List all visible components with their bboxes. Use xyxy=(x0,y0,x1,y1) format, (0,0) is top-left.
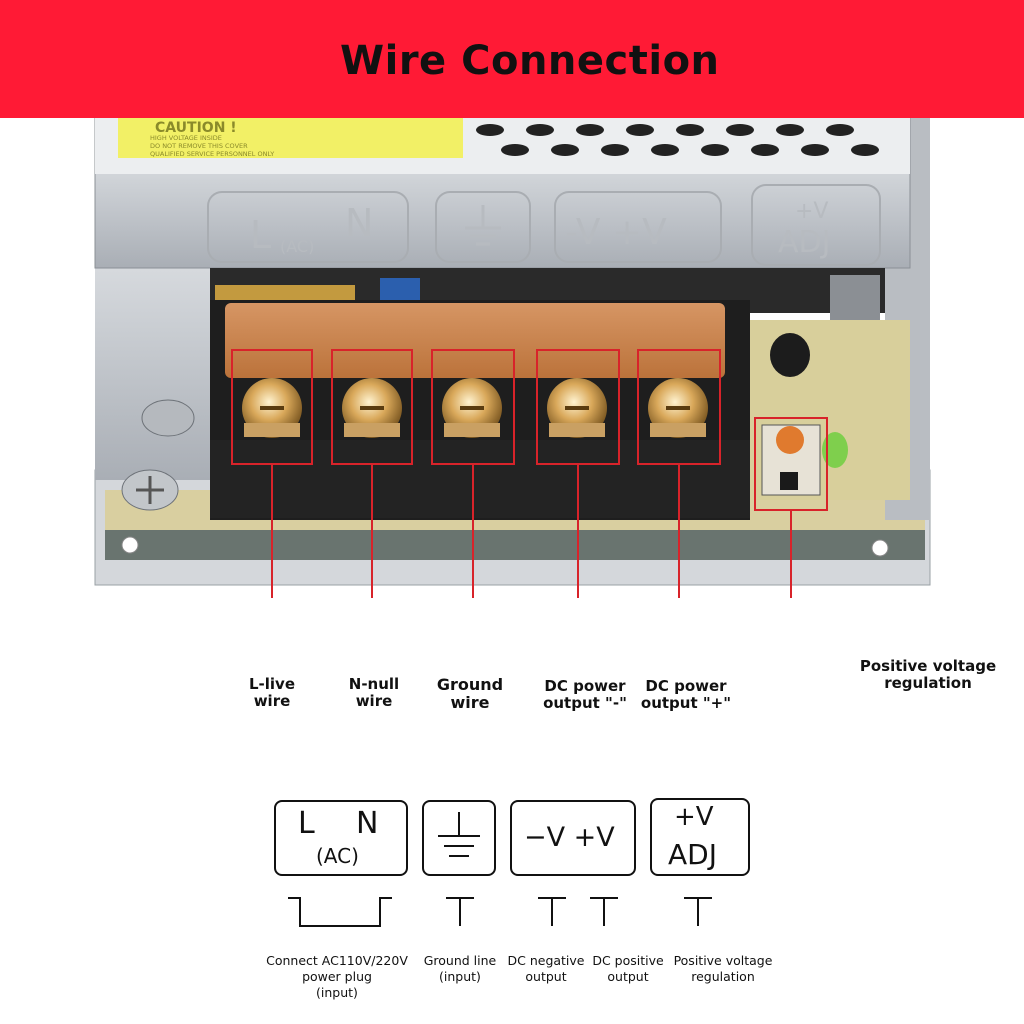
legend-ln-ac-box: L N (AC) xyxy=(274,800,408,876)
callout-n-null: N-null wire xyxy=(334,676,414,710)
caption-ground-line2: (input) xyxy=(439,969,481,984)
caption-ac-input-line1: Connect AC110V/220V xyxy=(266,953,408,968)
legend-ground-box xyxy=(422,800,496,876)
callout-lines xyxy=(231,349,828,598)
callout-ground: Ground wire xyxy=(425,676,515,712)
legend-adj-top: +V xyxy=(674,802,714,832)
callout-ground-line1: Ground xyxy=(436,675,504,694)
callout-adj-line2: regulation xyxy=(884,674,972,692)
callout-ground-line2: wire xyxy=(450,693,490,712)
caption-dc-pos-line1: DC positive xyxy=(592,953,664,968)
callout-adj: Positive voltage regulation xyxy=(858,658,998,692)
transistor xyxy=(770,333,810,377)
caution-line-3: QUALIFIED SERVICE PERSONNEL ONLY xyxy=(150,150,274,158)
callout-n-null-line2: wire xyxy=(355,692,393,710)
legend-dc-label: −V +V xyxy=(524,822,615,853)
terminal-screws xyxy=(242,378,708,438)
mount-screw-top xyxy=(141,399,195,437)
callout-l-live-line1: L-live xyxy=(248,675,296,693)
caption-ac-input-line2: power plug xyxy=(302,969,372,984)
callout-dc-neg-line1: DC power xyxy=(544,677,626,695)
caption-dc-pos-line2: output xyxy=(607,969,649,984)
embossed-l: L xyxy=(250,213,271,257)
embossed-markings xyxy=(207,184,881,266)
caption-dc-neg: DC negative output xyxy=(505,953,587,985)
caution-line-1: HIGH VOLTAGE INSIDE xyxy=(150,134,222,142)
callout-dc-pos-line2: output "+" xyxy=(640,694,732,712)
embossed-ac: (AC) xyxy=(280,237,314,256)
caution-label xyxy=(118,118,463,158)
embossed-adj-top: +V xyxy=(795,199,828,224)
legend-n: N xyxy=(356,806,379,841)
caption-adj: Positive voltage regulation xyxy=(668,953,778,985)
legend-adj-box: +V ADJ xyxy=(650,798,750,876)
caption-dc-neg-line2: output xyxy=(525,969,567,984)
callout-dc-neg: DC power output "-" xyxy=(535,678,635,712)
page-title: Wire Connection xyxy=(340,38,720,84)
caution-title: CAUTION ! xyxy=(155,120,237,136)
caption-dc-pos: DC positive output xyxy=(588,953,668,985)
caption-ground: Ground line (input) xyxy=(420,953,500,985)
caption-adj-line2: regulation xyxy=(691,969,755,984)
callout-n-null-line1: N-null xyxy=(348,675,400,693)
caption-ac-input: Connect AC110V/220V power plug (input) xyxy=(262,953,412,1001)
caption-ground-line1: Ground line xyxy=(423,953,497,968)
callout-dc-neg-line2: output "-" xyxy=(543,694,627,712)
embossed-n: N xyxy=(345,201,373,245)
callout-adj-line1: Positive voltage xyxy=(859,657,997,675)
power-supply-photo: CAUTION ! HIGH VOLTAGE INSIDE DO NOT REM… xyxy=(94,118,931,598)
legend-dc-box: −V +V xyxy=(510,800,636,876)
legend-ground-icon xyxy=(438,812,480,857)
legend-l: L xyxy=(298,806,315,841)
callout-dc-pos: DC power output "+" xyxy=(636,678,736,712)
caution-line-2: DO NOT REMOVE THIS COVER xyxy=(150,142,248,150)
caption-dc-neg-line1: DC negative xyxy=(507,953,585,968)
terminal-cover xyxy=(225,303,725,378)
callout-dc-pos-line1: DC power xyxy=(645,677,727,695)
embossed-adj-bottom: ADJ xyxy=(778,225,830,260)
legend-ac: (AC) xyxy=(316,844,359,868)
header-banner: Wire Connection xyxy=(0,0,1024,118)
callout-l-live-line2: wire xyxy=(253,692,291,710)
embossed-v: -V +V xyxy=(565,212,667,253)
caption-ac-input-line3: (input) xyxy=(316,985,358,1000)
callout-l-live: L-live wire xyxy=(232,676,312,710)
caption-adj-line1: Positive voltage xyxy=(673,953,773,968)
embossed-ground-icon xyxy=(465,205,501,246)
legend-adj-bottom: ADJ xyxy=(668,838,717,871)
led xyxy=(822,432,848,468)
vent-holes xyxy=(476,124,879,156)
